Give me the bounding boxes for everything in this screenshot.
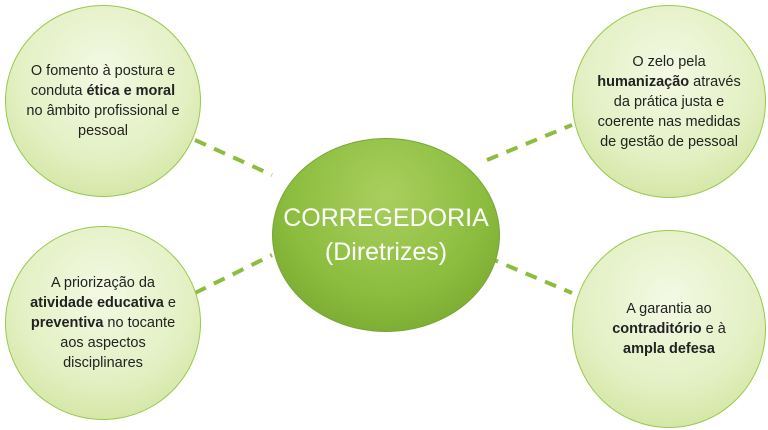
node-bottom-left: A priorização da atividade educativa e p…: [5, 226, 201, 420]
node-text: e à: [701, 321, 726, 337]
center-title: CORREGEDORIA: [283, 204, 489, 232]
node-text-bold: preventiva: [30, 315, 104, 331]
connector-top-right: [486, 123, 573, 162]
node-text-bold: contraditório: [612, 321, 702, 337]
connector-top-left: [194, 138, 273, 177]
connector-bottom-right: [486, 255, 573, 295]
connector-bottom-left: [194, 253, 273, 295]
node-text: O zelo pela: [632, 53, 706, 70]
node-top-left: O fomento à postura e conduta ética e mo…: [5, 5, 201, 197]
node-text: no âmbito profissional e pessoal: [26, 103, 180, 139]
node-text: e: [163, 295, 176, 311]
node-text: A priorização da: [51, 275, 155, 291]
node-bottom-right: A garantia ao contraditório e à ampla de…: [572, 230, 766, 428]
node-text: no tocante aos aspectos disciplinares: [60, 315, 176, 371]
node-text-bold: humanização: [597, 73, 690, 90]
node-top-right: O zelo pela humanização através da práti…: [572, 5, 766, 198]
node-text: O fomento à postura e conduta: [30, 63, 176, 99]
node-text: através da prática justa e coerente nas …: [597, 73, 741, 150]
node-text-bold: ampla defesa: [623, 341, 715, 357]
node-text-bold: atividade educativa: [30, 295, 164, 311]
node-text: A garantia ao: [626, 301, 712, 317]
center-subtitle: (Diretrizes): [324, 238, 448, 266]
node-text-bold: ética e moral: [86, 83, 176, 99]
center-node: CORREGEDORIA (Diretrizes): [272, 138, 500, 332]
